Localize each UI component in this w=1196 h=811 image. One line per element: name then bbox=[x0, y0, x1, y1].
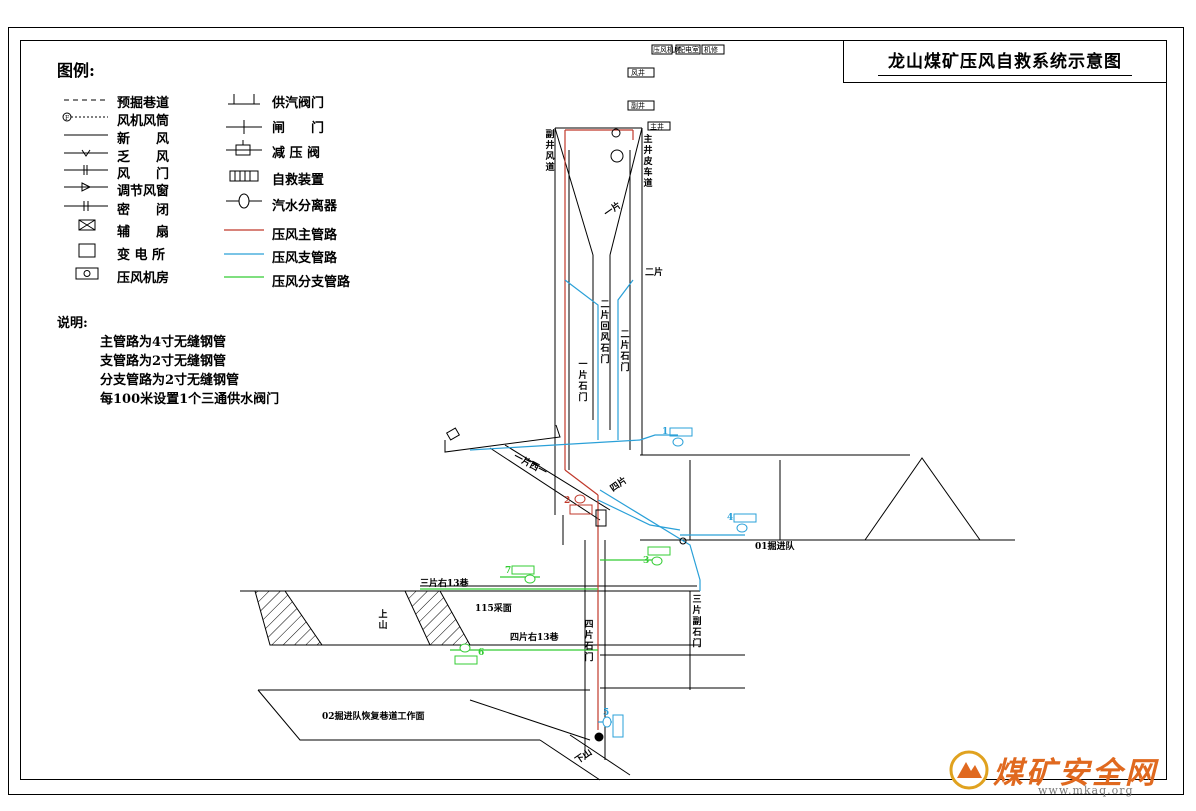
note-line-2: 支管路为2寸无缝钢管 bbox=[100, 354, 227, 369]
label-level4-crosscut: 四片石门 bbox=[584, 620, 594, 663]
note-line-3: 分支管路为2寸无缝钢管 bbox=[100, 373, 240, 388]
branch-pipe-network bbox=[469, 279, 745, 723]
label-main-shaft: 主井皮车道 bbox=[643, 135, 653, 189]
legend-label-separator: 汽水分离器 bbox=[272, 199, 338, 214]
title-box: 龙山煤矿压风自救系统示意图 bbox=[843, 40, 1167, 83]
legend-label-seal: 密 闭 bbox=[117, 203, 170, 218]
rescue-device-6 bbox=[454, 643, 478, 665]
rescue-device-4 bbox=[733, 513, 757, 533]
legend-label-branch-pipe: 压风支管路 bbox=[272, 251, 338, 266]
rescue-device-5 bbox=[602, 714, 624, 738]
sub-branch-pipe-network bbox=[420, 559, 660, 651]
legend-label-substation: 变 电 所 bbox=[117, 248, 166, 263]
label-level3-right13: 三片右13巷 bbox=[420, 579, 469, 589]
legend-label-return-air: 乏 风 bbox=[117, 150, 170, 165]
label-team-01: 01掘进队 bbox=[755, 542, 795, 552]
regulator-window-icon bbox=[64, 182, 108, 192]
rescue-device-2 bbox=[569, 494, 593, 515]
device-number-5: 5 bbox=[603, 708, 610, 718]
steam-valve-icon bbox=[228, 94, 260, 105]
separator-icon bbox=[226, 193, 262, 209]
fan-duct-icon: F bbox=[62, 112, 108, 122]
tag-compressor-room: 压风机房 bbox=[653, 46, 681, 54]
diagram-title: 龙山煤矿压风自救系统示意图 bbox=[878, 47, 1132, 76]
legend-label-dashed: 预掘巷道 bbox=[117, 96, 170, 111]
return-air-icon bbox=[64, 149, 108, 157]
legend-label-steam-valve: 供汽阀门 bbox=[272, 96, 325, 111]
label-face-115: 115采面 bbox=[475, 604, 512, 614]
shaft-funnel bbox=[554, 127, 643, 515]
legend-label-gate: 闸 门 bbox=[272, 121, 325, 136]
substation-icon bbox=[78, 243, 96, 258]
legend-title: 图例: bbox=[57, 61, 95, 80]
label-level2: 二片 bbox=[645, 268, 664, 278]
watermark-text: 煤矿安全网 bbox=[993, 756, 1158, 791]
note-line-4: 每100米设置1个三通供水阀门 bbox=[100, 392, 280, 407]
rescue-device-7 bbox=[511, 565, 536, 584]
device-number-7: 7 bbox=[505, 566, 512, 576]
label-level4-right13: 四片右13巷 bbox=[510, 633, 559, 643]
inner-frame bbox=[20, 40, 1167, 780]
tag-aux-shaft: 副井 bbox=[631, 102, 645, 110]
tag-power-room: 配电室 bbox=[678, 46, 699, 54]
label-team-02: 02掘进队恢复巷道工作面 bbox=[322, 712, 425, 722]
tag-repair: 机修 bbox=[704, 46, 718, 54]
legend-label-main-pipe: 压风主管路 bbox=[272, 228, 338, 243]
label-level3-crosscut: 三片副石门 bbox=[692, 595, 702, 649]
device-number-2: 2 bbox=[564, 496, 571, 506]
device-number-3: 3 bbox=[643, 556, 650, 566]
legend-label-air-door: 风 门 bbox=[117, 167, 170, 182]
watermark-logo-icon bbox=[949, 750, 989, 790]
legend-label-compressor: 压风机房 bbox=[117, 271, 170, 286]
legend-label-fan-duct: 风机风筒 bbox=[117, 114, 170, 129]
legend-label-aux-fan: 辅 扇 bbox=[117, 225, 170, 240]
legend-label-rescue: 自救装置 bbox=[272, 173, 325, 188]
label-level2-crosscut: 二片石门 bbox=[620, 330, 630, 373]
tag-wind-shaft: 风井 bbox=[631, 69, 645, 77]
notes-title: 说明: bbox=[57, 316, 88, 331]
label-up-mountain: 上山 bbox=[378, 610, 388, 631]
device-number-4: 4 bbox=[727, 513, 734, 523]
equipment-symbols bbox=[445, 128, 687, 742]
watermark-url: www.mkaq.org bbox=[1038, 784, 1134, 797]
air-door-icon bbox=[64, 165, 108, 175]
legend-label-sub-branch-pipe: 压风分支管路 bbox=[272, 275, 351, 290]
label-vent-shaft: 副井风道 bbox=[545, 130, 555, 173]
legend-right-symbols bbox=[224, 94, 264, 278]
device-number-6: 6 bbox=[478, 648, 485, 658]
note-line-1: 主管路为4寸无缝钢管 bbox=[100, 335, 227, 350]
roadways bbox=[240, 424, 1015, 781]
rescue-device-1 bbox=[669, 427, 693, 447]
hatched-rock-zone-left bbox=[254, 590, 471, 646]
self-rescue-device-icon bbox=[229, 170, 259, 182]
legend-left-symbols: F bbox=[62, 99, 108, 280]
device-number-1: 1 bbox=[662, 427, 669, 437]
seal-icon bbox=[64, 201, 108, 211]
outer-frame bbox=[8, 27, 1184, 795]
shaft-tags bbox=[627, 44, 725, 131]
aux-fan-icon bbox=[78, 219, 96, 231]
main-pipe-network bbox=[564, 129, 634, 730]
legend-label-fresh-air: 新 风 bbox=[117, 132, 170, 147]
label-level2-return: 二片回风石门 bbox=[600, 300, 610, 365]
pressure-reducing-valve-icon bbox=[226, 140, 262, 156]
gate-valve-icon bbox=[226, 120, 262, 134]
tag-main-shaft: 主井 bbox=[650, 123, 664, 131]
rescue-device-3 bbox=[647, 546, 671, 566]
legend-label-reducer: 减 压 阀 bbox=[272, 146, 321, 161]
svg-text:F: F bbox=[65, 115, 69, 122]
legend-label-regulator: 调节风窗 bbox=[117, 184, 170, 199]
label-level1-crosscut: 一片石门 bbox=[578, 360, 588, 403]
compressor-room-icon bbox=[75, 267, 99, 280]
